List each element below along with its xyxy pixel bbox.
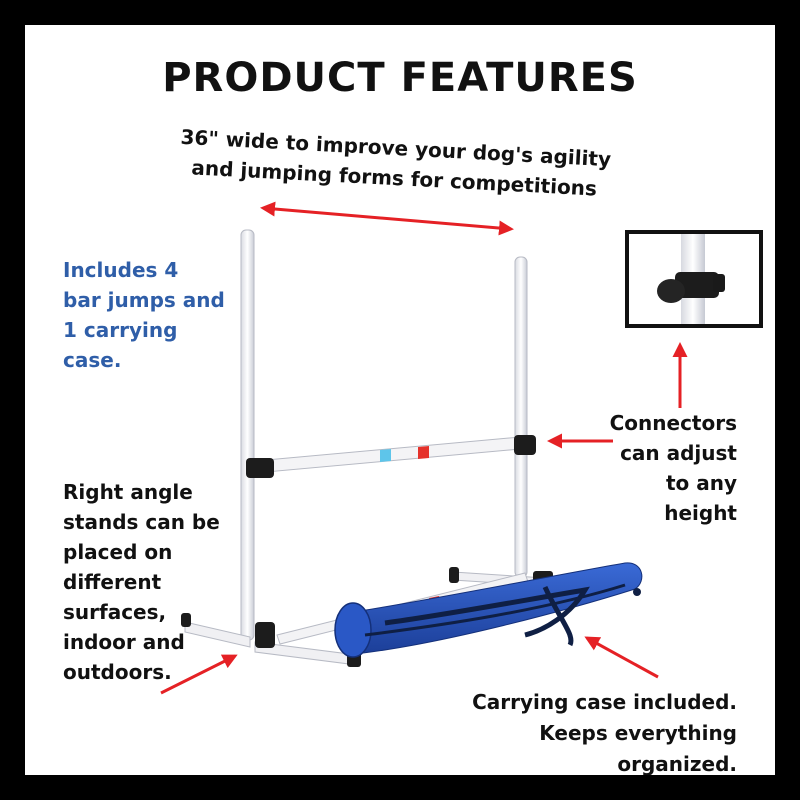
includes-line: case. bbox=[63, 348, 122, 372]
includes-note: Includes 4 bar jumps and 1 carrying case… bbox=[63, 255, 243, 375]
connectors-line: Connectors bbox=[609, 411, 737, 435]
includes-line: Includes 4 bbox=[63, 258, 179, 282]
case-line: Keeps everything organized. bbox=[539, 721, 737, 775]
case-line: Carrying case included. bbox=[472, 690, 737, 714]
page-title: PRODUCT FEATURES bbox=[162, 55, 638, 101]
includes-line: 1 carrying bbox=[63, 318, 178, 342]
stands-line: stands can be bbox=[63, 510, 220, 534]
agility-jump-illustration bbox=[160, 201, 688, 695]
right-upright bbox=[514, 256, 528, 578]
left-base-bar-front bbox=[184, 621, 251, 648]
left-base-connector bbox=[255, 622, 275, 648]
connector-closeup bbox=[625, 230, 763, 328]
stands-arrow bbox=[160, 654, 238, 695]
product-image: PRODUCT FEATURES 36" wide to improve you… bbox=[25, 25, 775, 775]
connectors-line: to any bbox=[665, 471, 737, 495]
stands-line: different bbox=[63, 570, 162, 594]
stands-line: placed on bbox=[63, 540, 173, 564]
stands-line: indoor and bbox=[63, 630, 185, 654]
bar-connector-right bbox=[514, 435, 536, 455]
case-arrow bbox=[584, 636, 659, 679]
connectors-line: height bbox=[664, 501, 737, 525]
stands-line: surfaces, bbox=[63, 600, 167, 624]
left-upright bbox=[240, 229, 255, 641]
jump-bar bbox=[254, 436, 521, 474]
stands-line: outdoors. bbox=[63, 660, 172, 684]
stands-note: Right angle stands can be placed on diff… bbox=[63, 477, 243, 687]
case-note: Carrying case included. Keeps everything… bbox=[415, 687, 737, 775]
stands-line: Right angle bbox=[63, 480, 193, 504]
width-arrow bbox=[260, 201, 514, 236]
connector-closeup-image bbox=[657, 234, 725, 324]
connectors-note: Connectors can adjust to any height bbox=[585, 408, 737, 528]
bar-connector-left bbox=[246, 458, 274, 478]
connectors-line: can adjust bbox=[620, 441, 737, 465]
carrying-case bbox=[334, 562, 643, 658]
includes-line: bar jumps and bbox=[63, 288, 225, 312]
